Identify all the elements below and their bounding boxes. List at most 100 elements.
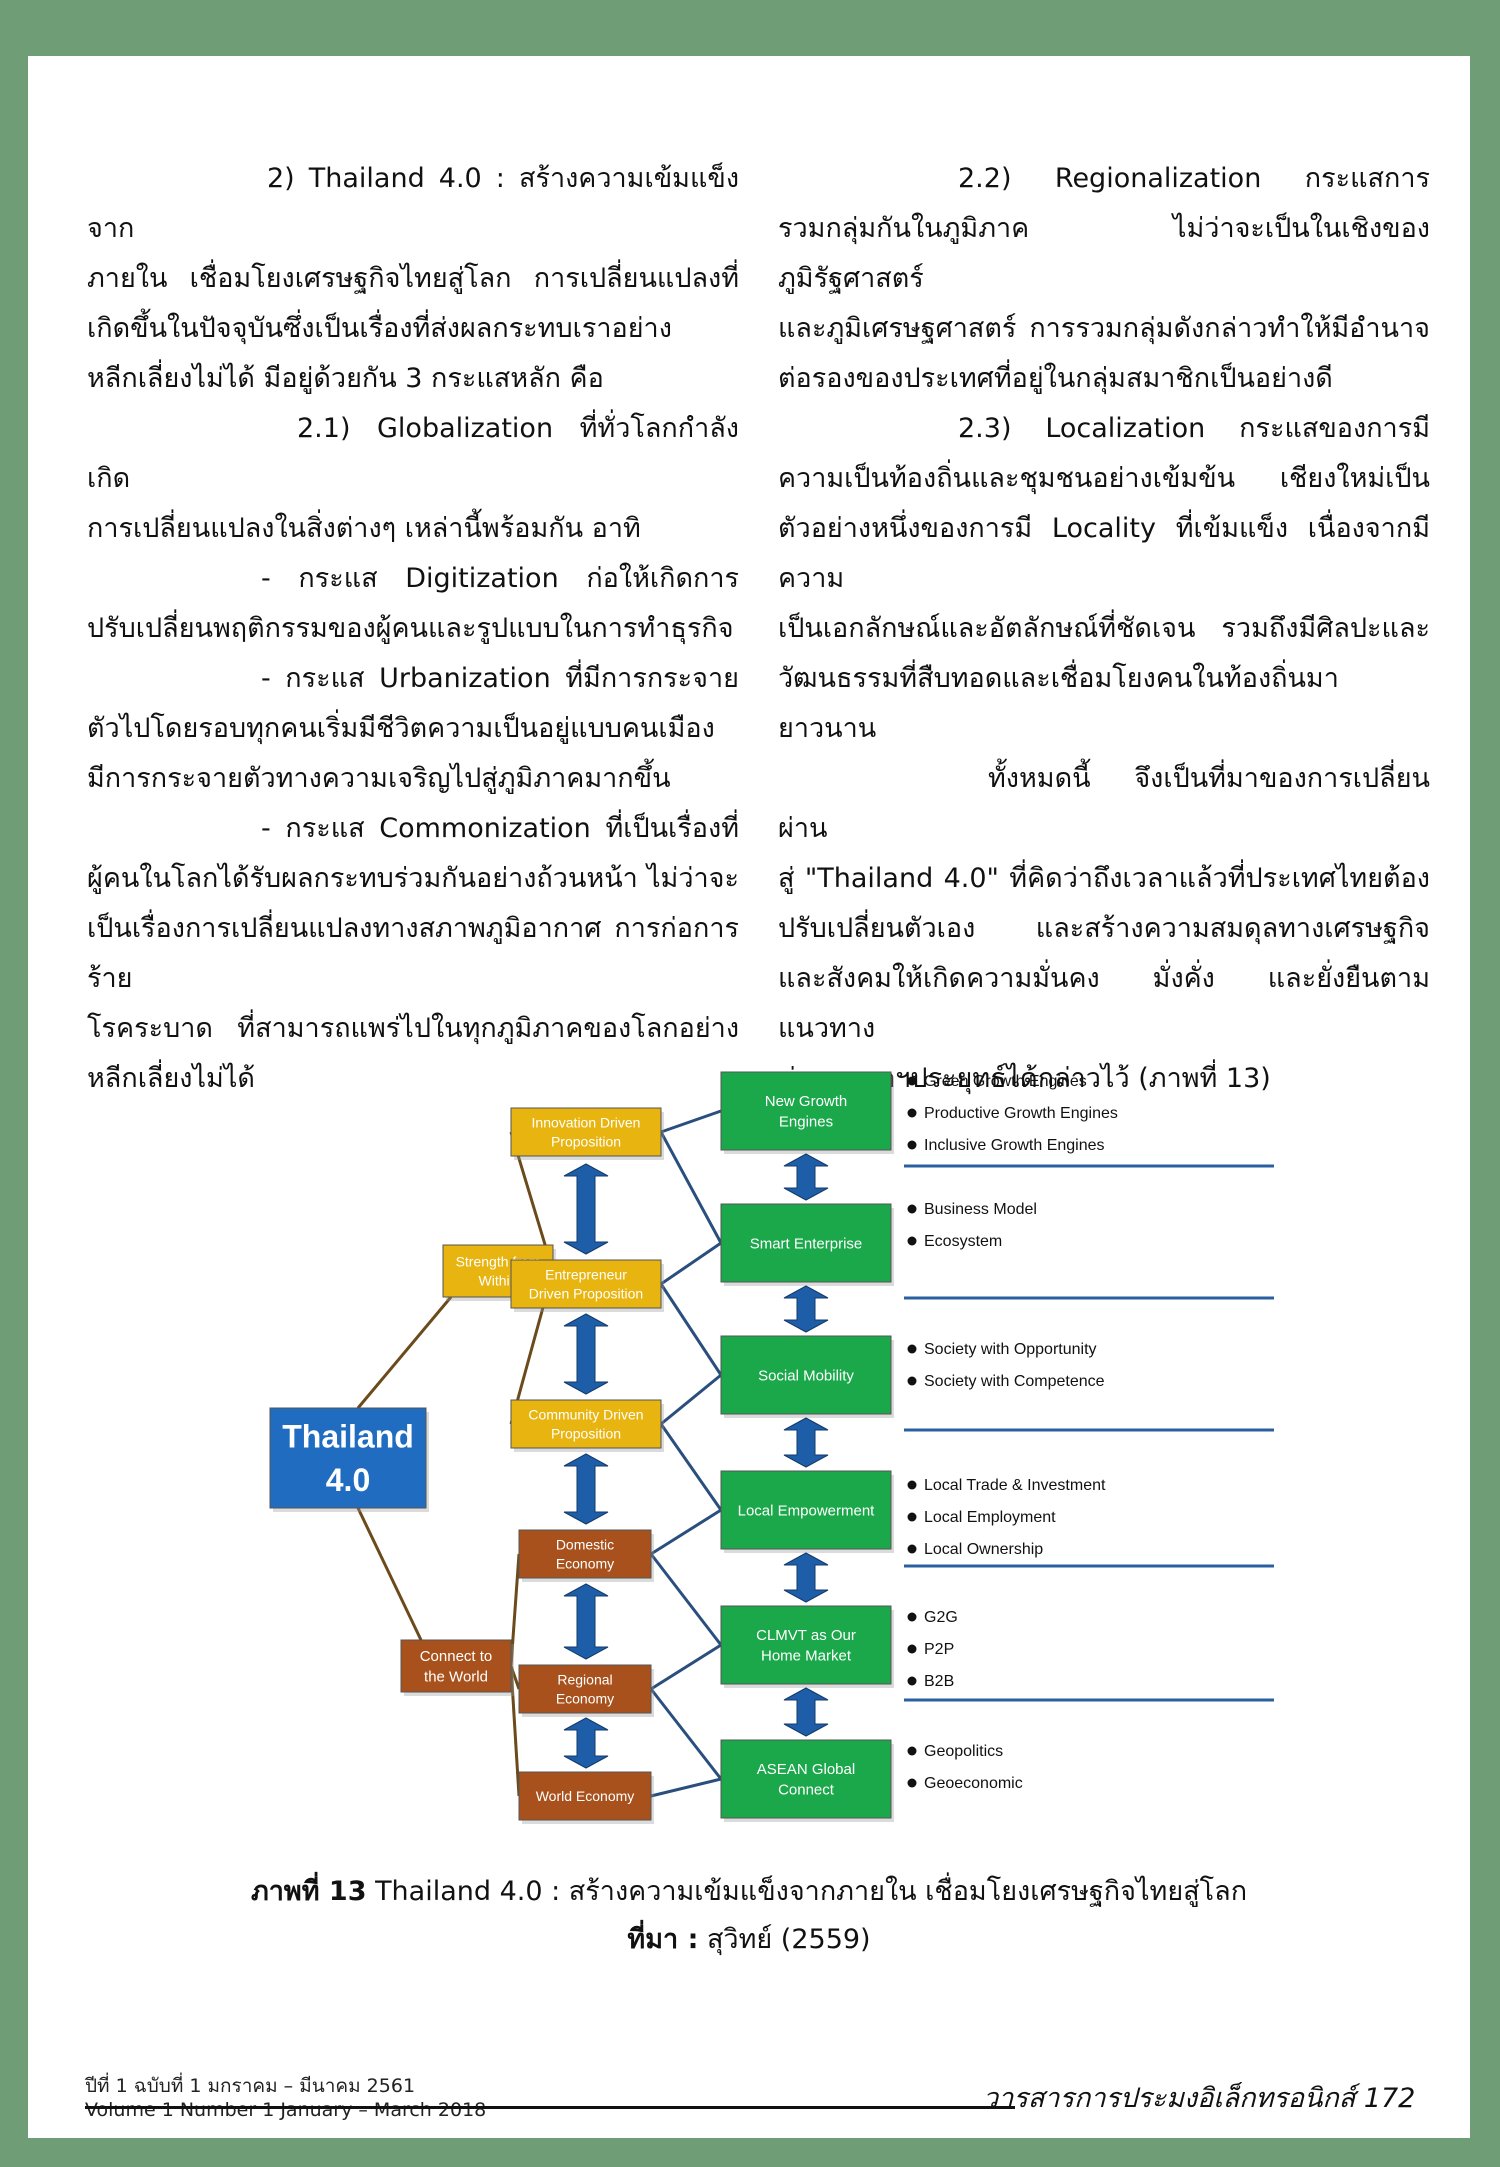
left-text-column: 2) Thailand 4.0 : สร้างความเข้มแข็งจาก ภ… <box>87 154 739 1104</box>
brown-node <box>518 1664 652 1714</box>
paragraph-line: เป็นเอกลักษณ์และอัตลักษณ์ที่ชัดเจน รวมถึ… <box>778 613 1430 644</box>
connector-line <box>659 1283 723 1376</box>
connector-line <box>660 1373 722 1426</box>
paragraph-line: มีการกระจายตัวทางความเจริญไปสู่ภูมิภาคมา… <box>87 763 671 794</box>
yellow-node-label: Innovation Driven <box>532 1114 641 1130</box>
footer-journal: วารสารการประมงอิเล็กทรอนิกส์ 172 <box>983 2083 1416 2114</box>
footer-issue-en: Volume 1 Number 1 January – March 2018 <box>85 2099 487 2121</box>
bullet-item: Local Ownership <box>924 1541 1043 1558</box>
caption-label: ภาพที่ 13 <box>250 1876 367 1907</box>
bullet-item: P2P <box>924 1641 954 1658</box>
paragraph-line: ทั้งหมดนี้ จึงเป็นที่มาของการเปลี่ยนผ่าน <box>778 763 1430 844</box>
bullet-dot-icon <box>907 1544 917 1554</box>
green-arrow-icon <box>783 1687 829 1737</box>
paragraph-line: 2.1) Globalization ที่ทั่วโลกกำลังเกิด <box>87 413 739 494</box>
paragraph-line: โรคระบาด ที่สามารถแพร่ไปในทุกภูมิภาคของโ… <box>87 1013 739 1044</box>
green-node-label: Home Market <box>761 1647 852 1664</box>
bullet-dot-icon <box>907 1376 917 1386</box>
bullet-dot-icon <box>907 1204 917 1214</box>
green-node-label: Smart Enterprise <box>750 1235 863 1252</box>
paragraph-line: - กระแส Digitization ก่อให้เกิดการ <box>261 563 739 594</box>
yellow-node-label: Community Driven <box>528 1406 643 1422</box>
yellow-node <box>510 1259 662 1309</box>
paragraph-line: 2) Thailand 4.0 : สร้างความเข้มแข็งจาก <box>87 163 739 244</box>
paragraph-line: - กระแส Commonization ที่เป็นเรื่องที่ <box>261 813 739 844</box>
source-text: สุวิทย์ (2559) <box>698 1924 871 1955</box>
bullet-dot-icon <box>907 1076 917 1086</box>
connector-line <box>660 1109 722 1134</box>
connector-line <box>659 1423 723 1511</box>
paragraph-line: ภายใน เชื่อมโยงเศรษฐกิจไทยสู่โลก การเปลี… <box>87 263 739 294</box>
branch-connect-node-label: Connect to <box>420 1648 493 1665</box>
paragraph-line: - กระแส Urbanization ที่มีการกระจาย <box>261 663 739 694</box>
root-node <box>269 1407 427 1509</box>
brown-node-label: Regional <box>557 1671 612 1687</box>
green-node-label: New Growth <box>765 1093 848 1110</box>
paragraph-line: ตัวไปโดยรอบทุกคนเริ่มมีชีวิตความเป็นอยู่… <box>87 713 715 744</box>
brown-node-label: World Economy <box>536 1788 635 1804</box>
green-node-label: CLMVT as Our <box>756 1627 856 1644</box>
green-node-label: Engines <box>779 1113 833 1130</box>
bullet-dot-icon <box>907 1108 917 1118</box>
brown-node-label: Domestic <box>556 1536 614 1552</box>
root-node-label: Thailand <box>282 1419 414 1455</box>
paragraph-line: รวมกลุ่มกันในภูมิภาค ไม่ว่าจะเป็นในเชิงข… <box>778 213 1430 294</box>
connector-line <box>650 1508 722 1556</box>
root-node-label: 4.0 <box>326 1462 370 1498</box>
bullet-dot-icon <box>907 1676 917 1686</box>
green-arrow-icon <box>783 1285 829 1333</box>
bullet-dot-icon <box>907 1644 917 1654</box>
branch-connect-node-label: the World <box>424 1668 488 1685</box>
right-text-column: 2.2) Regionalization กระแสการ รวมกลุ่มกั… <box>778 154 1430 1104</box>
bullet-dot-icon <box>907 1344 917 1354</box>
journal-page: 2) Thailand 4.0 : สร้างความเข้มแข็งจาก ภ… <box>28 56 1470 2138</box>
bullet-item: G2G <box>924 1609 958 1626</box>
bullet-item: Geoeconomic <box>924 1775 1023 1792</box>
caption-line: ภาพที่ 13 Thailand 4.0 : สร้างความเข้มแข… <box>28 1868 1470 1916</box>
source-label: ที่มา : <box>627 1924 699 1955</box>
bullet-item: Local Employment <box>924 1509 1056 1526</box>
figure-caption: ภาพที่ 13 Thailand 4.0 : สร้างความเข้มแข… <box>28 1868 1470 1964</box>
paragraph-line: ปรับเปลี่ยนตัวเอง และสร้างความสมดุลทางเศ… <box>778 913 1430 944</box>
brown-node <box>518 1529 652 1579</box>
bullet-dot-icon <box>907 1778 917 1788</box>
yellow-node <box>510 1107 662 1157</box>
green-node <box>720 1335 892 1415</box>
bullet-item: Local Trade & Investment <box>924 1477 1106 1494</box>
caption-text: Thailand 4.0 : สร้างความเข้มแข็งจากภายใน… <box>366 1876 1248 1907</box>
bullet-dot-icon <box>907 1236 917 1246</box>
yellow-node-label: Driven Proposition <box>529 1285 643 1301</box>
bullet-item: Inclusive Growth Engines <box>924 1137 1105 1154</box>
yellow-node <box>510 1399 662 1449</box>
bullet-dot-icon <box>907 1140 917 1150</box>
paragraph-line: สู่ "Thailand 4.0" ที่คิดว่าถึงเวลาแล้วท… <box>778 863 1430 894</box>
paragraph-line: เกิดขึ้นในปัจจุบันซึ่งเป็นเรื่องที่ส่งผล… <box>87 313 672 344</box>
branch-strength-node-label: Within <box>479 1272 518 1288</box>
paragraph-line: และภูมิเศรษฐศาสตร์ การรวมกลุ่มดังกล่าวทำ… <box>778 313 1430 344</box>
connector-line <box>356 1296 453 1409</box>
yellow-node-label: Proposition <box>551 1133 621 1149</box>
connector-line <box>356 1507 423 1641</box>
paragraph-line: และสังคมให้เกิดความมั่นคง มั่งคั่ง และยั… <box>778 963 1430 1044</box>
footer-issue: ปีที่ 1 ฉบับที่ 1 มกราคม – มีนาคม 2561 V… <box>85 2074 486 2122</box>
paragraph-line: เป็นเรื่องการเปลี่ยนแปลงทางสภาพภูมิอากาศ… <box>87 913 739 994</box>
paragraph-line: ตัวอย่างหนึ่งของการมี Locality ที่เข้มแข… <box>778 513 1430 594</box>
yellow-arrow-icon <box>563 1163 609 1255</box>
green-node-label: Connect <box>778 1781 835 1798</box>
branch-connect-node <box>400 1639 512 1693</box>
bullet-dot-icon <box>907 1480 917 1490</box>
bullet-item: Society with Competence <box>924 1373 1105 1390</box>
connector-line <box>650 1643 722 1691</box>
brown-node <box>518 1771 652 1821</box>
yellow-node-label: Entrepreneur <box>545 1266 627 1282</box>
paragraph-line: วัฒนธรรมที่สืบทอดและเชื่อมโยงคนในท้องถิ่… <box>778 663 1339 744</box>
bullet-item: Green Growth Engines <box>924 1073 1087 1090</box>
footer-issue-th: ปีที่ 1 ฉบับที่ 1 มกราคม – มีนาคม 2561 <box>85 2075 416 2097</box>
connector-line <box>649 1688 723 1780</box>
connector-line <box>509 1665 521 1797</box>
paragraph-line: ต่อรองของประเทศที่อยู่ในกลุ่มสมาชิกเป็นอ… <box>778 363 1333 394</box>
connector-line <box>660 1241 722 1286</box>
yellow-arrow-icon <box>563 1313 609 1395</box>
